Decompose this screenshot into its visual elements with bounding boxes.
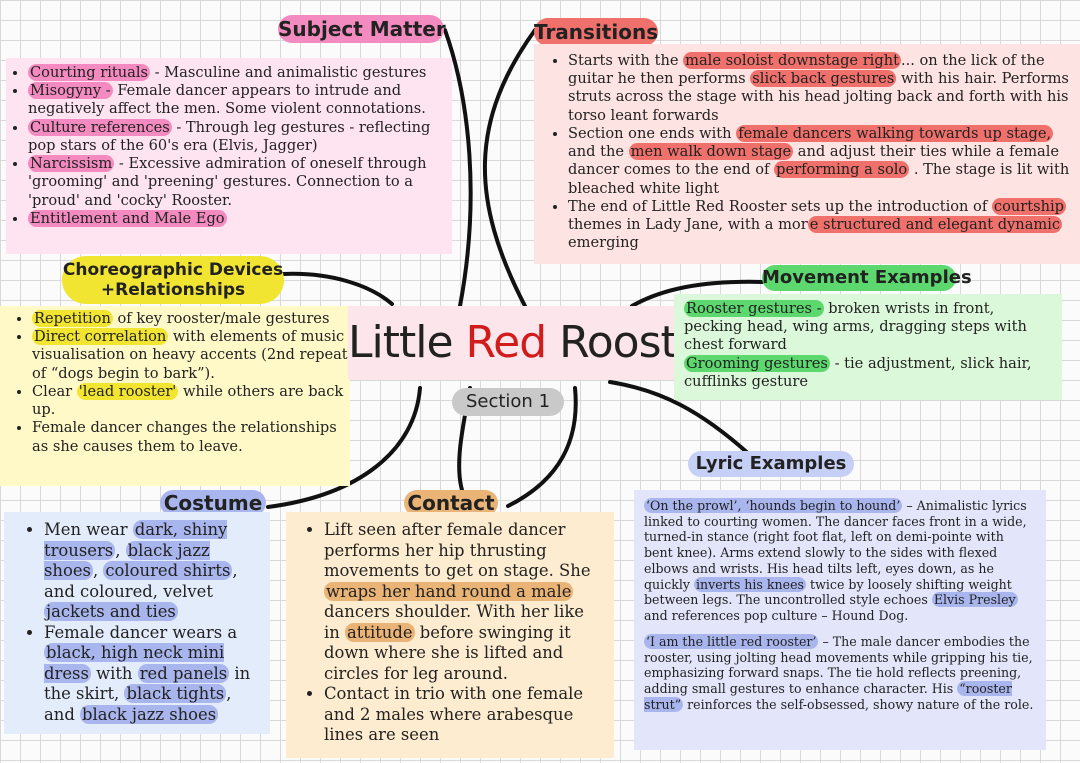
contact-heading: Contact — [404, 490, 498, 516]
highlight: male soloist downstage right — [683, 52, 901, 69]
subject-matter-box: Courting rituals - Masculine and animali… — [6, 58, 452, 254]
transitions-heading: Transitions — [534, 18, 659, 46]
movement-item: Rooster gestures - broken wrists in fron… — [684, 300, 1027, 354]
highlight: Repetition — [32, 310, 113, 327]
costume-box: Men wear dark, shiny trousers, black jaz… — [4, 512, 270, 734]
subject-item: Misogyny - Female dancer appears to intr… — [28, 82, 452, 118]
highlight: inverts his knees — [694, 576, 807, 592]
connector-movement — [630, 279, 767, 308]
highlight: Courting rituals — [28, 64, 151, 81]
highlight: red panels — [137, 663, 230, 683]
contact-item: Lift seen after female dancer performs h… — [324, 520, 604, 684]
highlight: e structured and elegant dynamic — [807, 216, 1063, 234]
lyrics-paragraph: ‘I am the little red rooster’ – The male… — [644, 633, 1034, 712]
lyrics-box: ‘On the prowl’, ‘hounds begin to hound’ … — [634, 490, 1046, 750]
highlight: ‘On the prowl’, ‘hounds begin to hound’ — [644, 498, 903, 513]
transition-item: Section one ends with female dancers wal… — [568, 124, 1080, 198]
movement-box: Rooster gestures - broken wrists in fron… — [674, 294, 1062, 400]
highlight: performing a solo — [774, 161, 910, 179]
subject-matter-heading: Subject Matter — [278, 15, 446, 43]
subject-text: - Excessive admiration of oneself throug… — [28, 155, 427, 209]
highlight: black tights — [124, 684, 227, 703]
highlight: wraps her hand round a male — [324, 581, 574, 601]
connector-choreo — [281, 271, 394, 306]
highlight: jackets and ties — [44, 602, 178, 621]
connector-contact-right — [506, 386, 578, 508]
lyrics-heading: Lyric Examples — [688, 451, 854, 477]
connector-subject-2 — [483, 28, 537, 308]
choreo-item: Clear 'lead rooster' while others are ba… — [32, 382, 350, 419]
highlight: Misogyny - — [28, 82, 113, 100]
choreo-box: Repetition of key rooster/male gestures … — [0, 306, 350, 486]
highlight: ‘I am the little red rooster’ — [644, 633, 819, 649]
highlight: attitude — [345, 622, 415, 642]
section-badge: Section 1 — [452, 388, 564, 416]
choreo-heading-line2: +Relationships — [100, 280, 246, 300]
highlight: Direct correlation — [32, 328, 169, 346]
choreo-item: Direct correlation with elements of musi… — [32, 328, 350, 383]
highlight: Entitlement and Male Ego — [28, 209, 227, 227]
subject-item: Narcissism - Excessive admiration of one… — [28, 155, 452, 210]
highlight: men walk down stage — [628, 143, 794, 161]
highlight: coloured shirts — [103, 561, 233, 580]
choreo-heading: Choreographic Devices +Relationships — [62, 256, 284, 304]
subject-item: Entitlement and Male Ego — [28, 209, 452, 228]
highlight: female dancers walking towards up stage, — [736, 124, 1054, 142]
transitions-box: Starts with the male soloist downstage r… — [534, 44, 1080, 264]
choreo-item: Female dancer changes the relationships … — [32, 419, 350, 455]
highlight: 'lead rooster' — [76, 382, 179, 400]
subject-text: - Through leg gestures - reflecting pop … — [28, 118, 431, 154]
highlight: Culture references — [28, 118, 172, 136]
transition-item: Starts with the male soloist downstage r… — [568, 52, 1080, 125]
highlight: Elvis Presley — [931, 592, 1018, 608]
contact-box: Lift seen after female dancer performs h… — [286, 512, 614, 758]
choreo-heading-line1: Choreographic Devices — [62, 260, 284, 280]
costume-heading: Costume — [160, 490, 266, 516]
costume-item: Female dancer wears a black, high neck m… — [44, 623, 262, 726]
subject-item: Culture references - Through leg gesture… — [28, 118, 452, 155]
contact-item: Contact in trio with one female and 2 ma… — [324, 684, 604, 746]
subject-text: - Masculine and animalistic gestures — [150, 64, 427, 81]
highlight: courtship — [991, 197, 1066, 215]
choreo-item: Repetition of key rooster/male gestures — [32, 310, 350, 328]
highlight: black jazz shoes — [80, 704, 219, 724]
lyrics-paragraph: ‘On the prowl’, ‘hounds begin to hound’ … — [644, 498, 1027, 624]
page-title: Little Red Rooster — [348, 306, 721, 380]
connector-lyrics — [608, 380, 752, 457]
transition-item: The end of Little Red Rooster sets up th… — [568, 197, 1080, 253]
subject-item: Courting rituals - Masculine and animali… — [28, 64, 452, 82]
highlight: Grooming gestures — [684, 354, 830, 372]
costume-item: Men wear dark, shiny trousers, black jaz… — [44, 520, 262, 623]
highlight: slick back gestures — [750, 70, 897, 88]
connector-subject — [443, 28, 473, 308]
movement-heading: Movement Examples — [762, 265, 972, 291]
movement-item: Grooming gestures - tie adjustment, slic… — [684, 354, 1032, 390]
highlight: Rooster gestures - — [684, 300, 824, 317]
connector-costume — [266, 386, 422, 509]
highlight: Narcissism — [28, 155, 115, 173]
subject-text: Female dancer appears to intrude and neg… — [28, 82, 426, 118]
